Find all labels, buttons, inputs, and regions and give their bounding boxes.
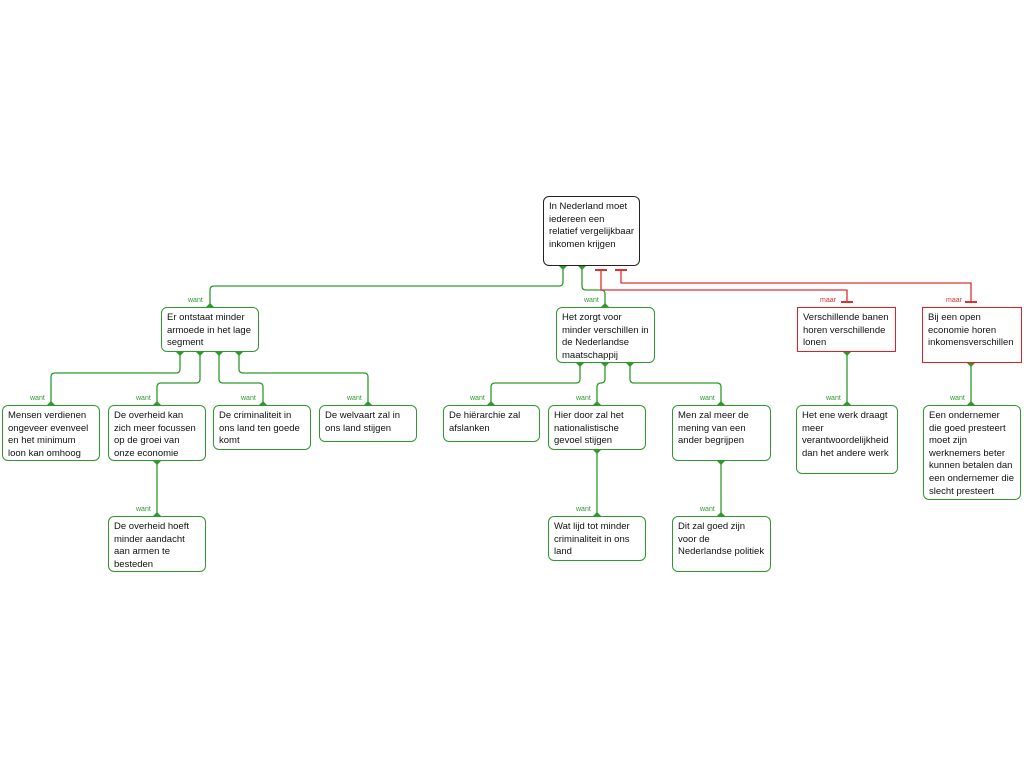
want-label: want <box>136 395 151 402</box>
want-label: want <box>826 395 841 402</box>
reason-node[interactable]: De hiërarchie zal afslanken <box>443 405 540 442</box>
want-label: want <box>576 395 591 402</box>
reason-node[interactable]: Een ondernemer die goed presteert moet z… <box>923 405 1021 500</box>
reason-node[interactable]: Wat lijd tot minder criminaliteit in ons… <box>548 516 646 561</box>
reason-node[interactable]: De overheid hoeft minder aandacht aan ar… <box>108 516 206 572</box>
want-label: want <box>584 297 599 304</box>
reason-node[interactable]: Het zorgt voor minder verschillen in de … <box>556 307 655 363</box>
objection-node[interactable]: Verschillende banen horen verschillende … <box>797 307 896 352</box>
want-label: want <box>136 506 151 513</box>
reason-node[interactable]: Mensen verdienen ongeveer evenveel en he… <box>2 405 100 461</box>
want-label: want <box>30 395 45 402</box>
want-label: want <box>576 506 591 513</box>
reason-node[interactable]: De overheid kan zich meer focussen op de… <box>108 405 206 461</box>
maar-label: maar <box>946 297 962 304</box>
reason-node[interactable]: De welvaart zal in ons land stijgen <box>319 405 417 442</box>
reason-node[interactable]: Hier door zal het nationalistische gevoe… <box>548 405 646 450</box>
reason-node[interactable]: Er ontstaat minder armoede in het lage s… <box>161 307 259 352</box>
reason-node[interactable]: Het ene werk draagt meer verantwoordelij… <box>796 405 898 474</box>
reason-node[interactable]: Dit zal goed zijn voor de Nederlandse po… <box>672 516 771 572</box>
want-label: want <box>241 395 256 402</box>
reason-node[interactable]: De criminaliteit in ons land ten goede k… <box>213 405 311 450</box>
main-claim[interactable]: In Nederland moet iedereen een relatief … <box>543 196 640 266</box>
want-label: want <box>470 395 485 402</box>
maar-label: maar <box>820 297 836 304</box>
objection-node[interactable]: Bij een open economie horen inkomensvers… <box>922 307 1022 363</box>
reason-node[interactable]: Men zal meer de mening van een ander beg… <box>672 405 771 461</box>
want-label: want <box>950 395 965 402</box>
want-label: want <box>700 506 715 513</box>
want-label: want <box>347 395 362 402</box>
want-label: want <box>700 395 715 402</box>
want-label: want <box>188 297 203 304</box>
